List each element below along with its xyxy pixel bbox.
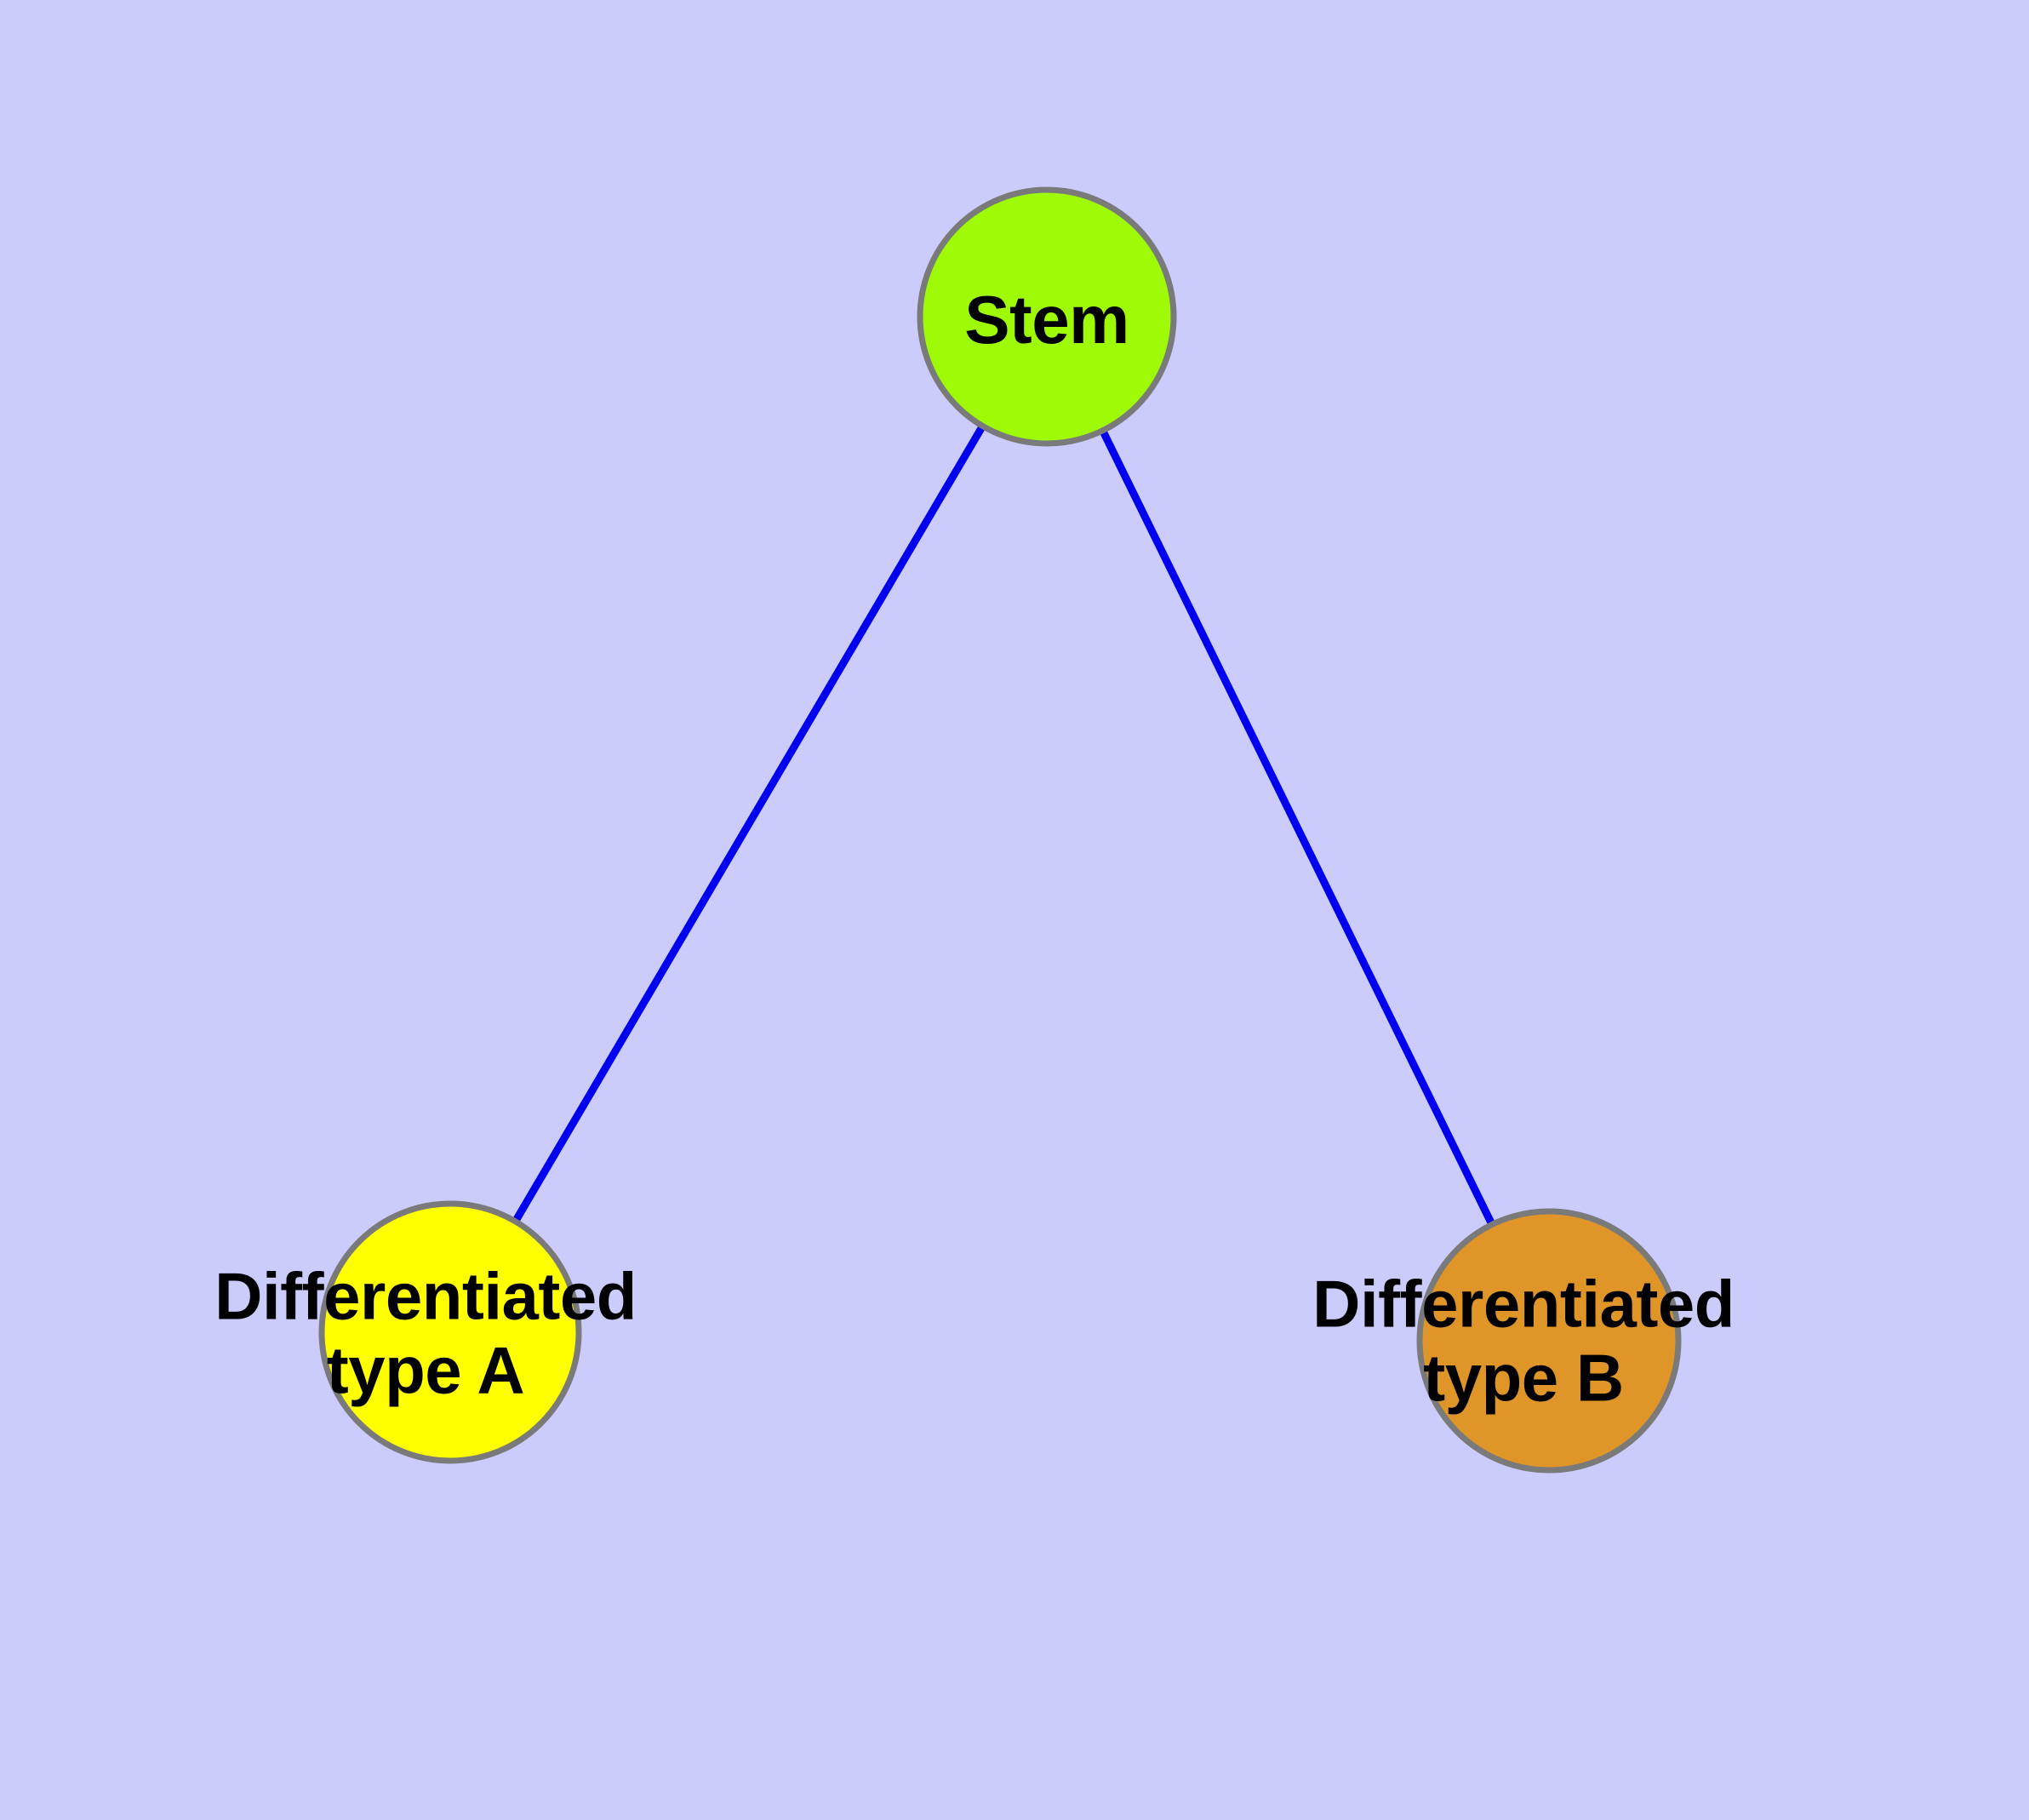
node-diff-a[interactable] [318, 1200, 582, 1464]
node-stem[interactable] [917, 186, 1177, 447]
node-layer [318, 186, 1682, 1474]
edge-stem-to-diff-a[interactable] [447, 314, 1050, 1335]
edge-layer [447, 314, 1553, 1342]
edge-stem-to-diff-b[interactable] [1043, 315, 1553, 1342]
node-diff-b[interactable] [1416, 1208, 1682, 1474]
